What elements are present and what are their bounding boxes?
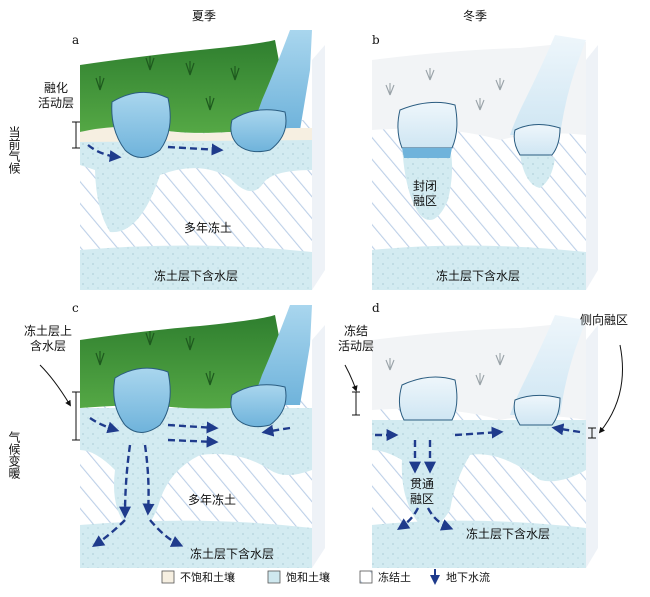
- label-permafrost-c: 多年冻土: [188, 492, 236, 507]
- row-label-warming: 气候变暖: [7, 430, 21, 480]
- label-lateral-talik: 侧向融区: [580, 312, 628, 327]
- legend-swatch-unsaturated: [161, 570, 175, 584]
- column-header-summer: 夏季: [192, 9, 216, 23]
- legend-swatch-frozen: [359, 570, 373, 584]
- label-closed-talik: 封闭融区: [413, 179, 437, 208]
- legend-label-unsaturated: 不饱和土壤: [180, 570, 235, 584]
- panel-letter-c: c: [72, 301, 79, 315]
- row-label-current: 当前气候: [7, 126, 21, 175]
- panel-letter-a: a: [72, 33, 79, 47]
- panel-b: b 封闭融区 冻土层下含水层: [372, 33, 598, 290]
- label-thaw-layer: 融化活动层: [38, 81, 74, 110]
- label-aquifer-b: 冻土层下含水层: [436, 268, 520, 283]
- panel-a: a 融化活动层 多年冻土 冻土层下: [38, 30, 325, 290]
- panel-letter-d: d: [372, 301, 380, 315]
- label-aquifer-d: 冻土层下含水层: [466, 526, 550, 541]
- panel-d: d 冻结活动层 侧向融区 贯通融区: [338, 301, 628, 568]
- legend-label-frozen: 冻结土: [378, 570, 411, 584]
- label-permafrost-a: 多年冻土: [184, 220, 232, 235]
- legend-label-saturated: 饱和土壤: [286, 570, 330, 584]
- column-header-winter: 冬季: [463, 8, 487, 23]
- legend-swatch-saturated: [267, 570, 281, 584]
- legend-label-groundwater: 地下水流: [446, 570, 490, 584]
- label-frozen-active-layer: 冻结活动层: [338, 323, 374, 353]
- legend: 不饱和土壤 饱和土壤 冻结土 地下水流: [161, 569, 490, 585]
- label-aquifer-c: 冻土层下含水层: [190, 546, 274, 561]
- panel-c: c 冻土层上含水层 多年冻土: [24, 301, 325, 568]
- label-aquifer-a: 冻土层下含水层: [154, 268, 238, 283]
- label-through-talik: 贯通融区: [410, 477, 434, 506]
- panel-letter-b: b: [372, 33, 380, 47]
- label-supra-aquifer: 冻土层上含水层: [24, 323, 72, 353]
